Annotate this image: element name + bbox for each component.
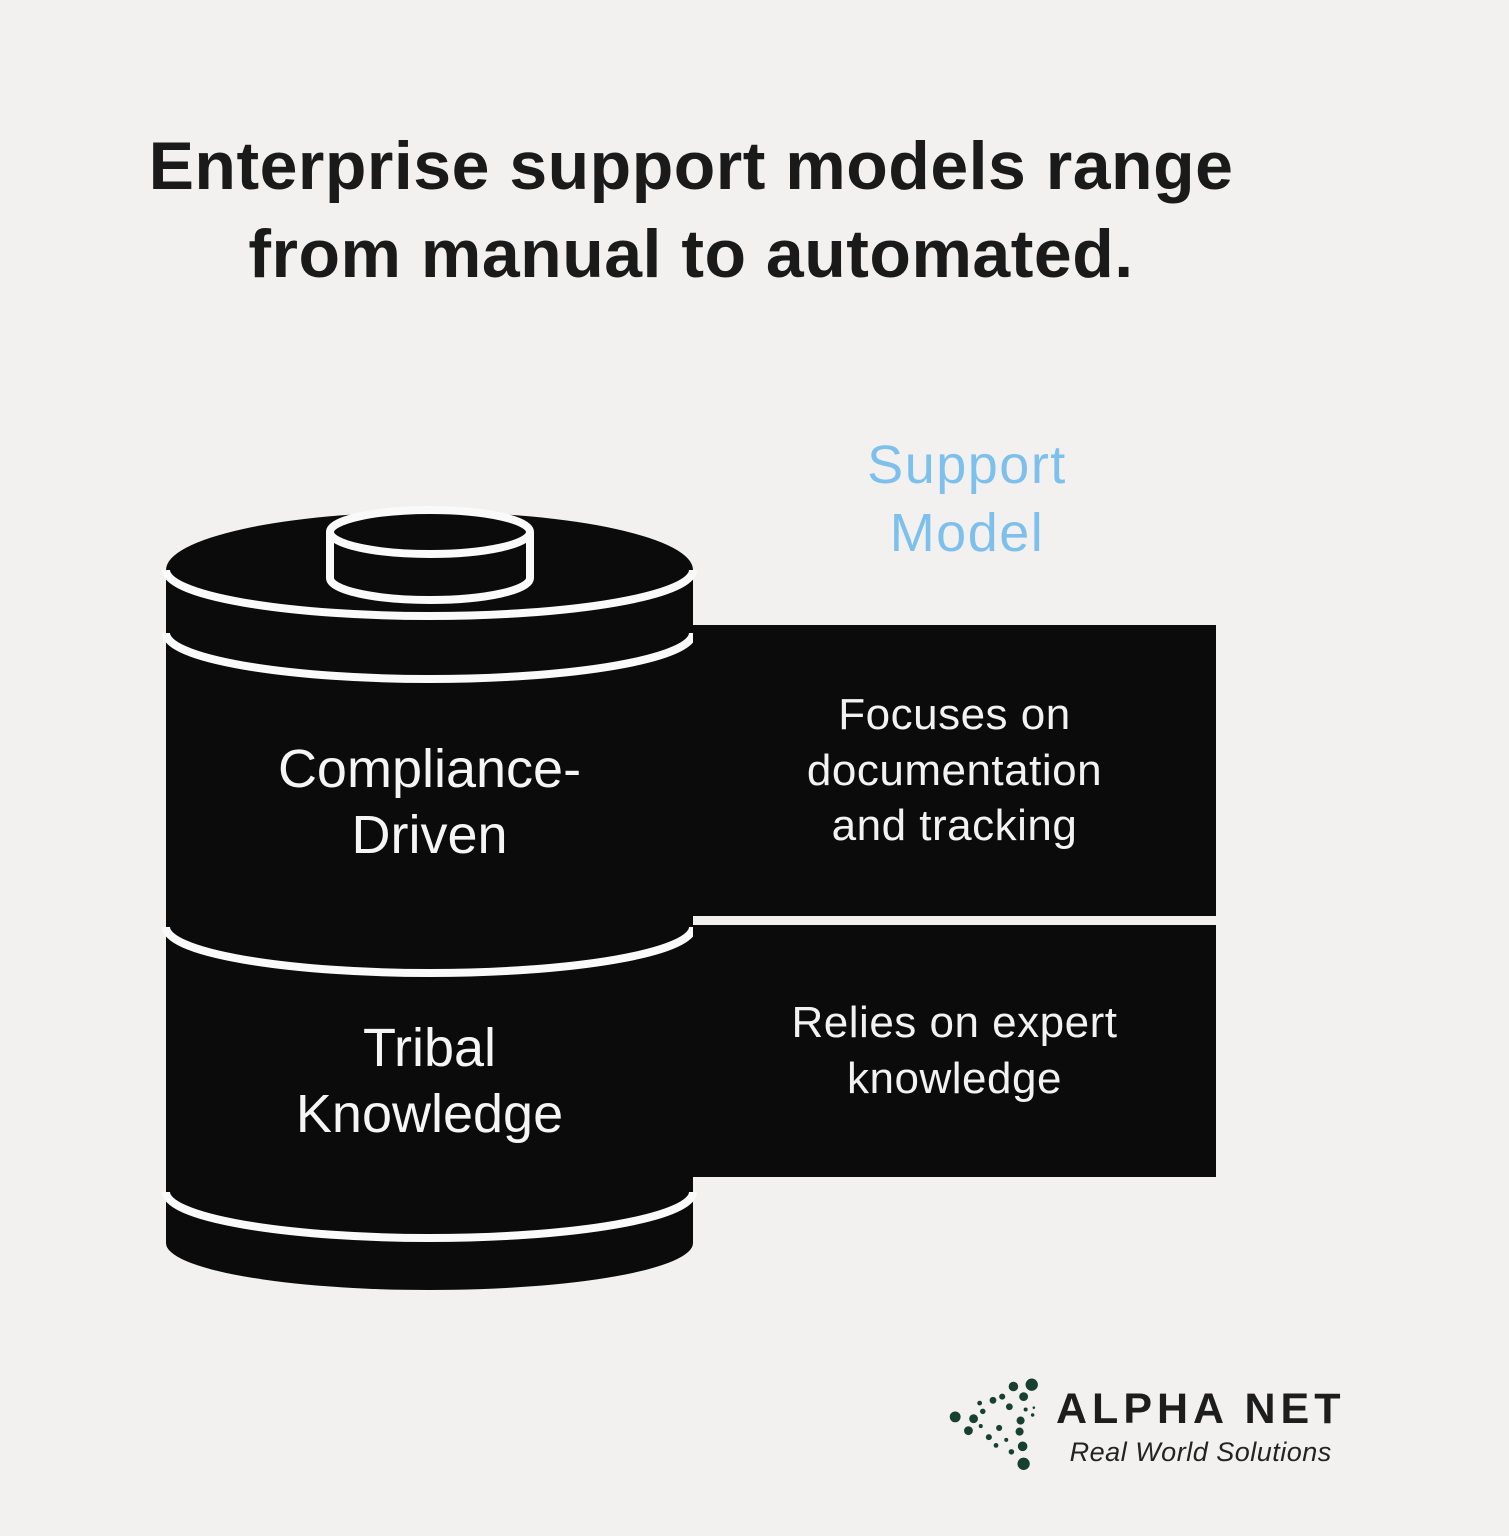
description-text-compliance: Focuses on documentation and tracking	[806, 689, 1103, 851]
brand-name: ALPHA NET	[1056, 1384, 1346, 1433]
logo-text-block: ALPHA NET Real World Solutions	[1056, 1384, 1346, 1468]
description-box-compliance: Focuses on documentation and tracking	[693, 625, 1216, 916]
support-model-column-header: Support Model	[867, 435, 1067, 563]
description-text-tribal: Relies on expert knowledge	[791, 998, 1118, 1103]
alphanet-logo: ALPHA NET Real World Solutions	[948, 1376, 1345, 1478]
page-title: Enterprise support models range from man…	[148, 128, 1234, 293]
cylinder-segment-label-tribal: Tribal Knowledge	[295, 1018, 564, 1144]
database-cylinder-graphic	[162, 506, 697, 1290]
cylinder-segment-label-compliance: Compliance- Driven	[277, 739, 582, 865]
description-box-tribal: Relies on expert knowledge	[693, 925, 1216, 1177]
brand-tagline: Real World Solutions	[1069, 1437, 1332, 1468]
dots-triangle-icon	[949, 1378, 1038, 1470]
